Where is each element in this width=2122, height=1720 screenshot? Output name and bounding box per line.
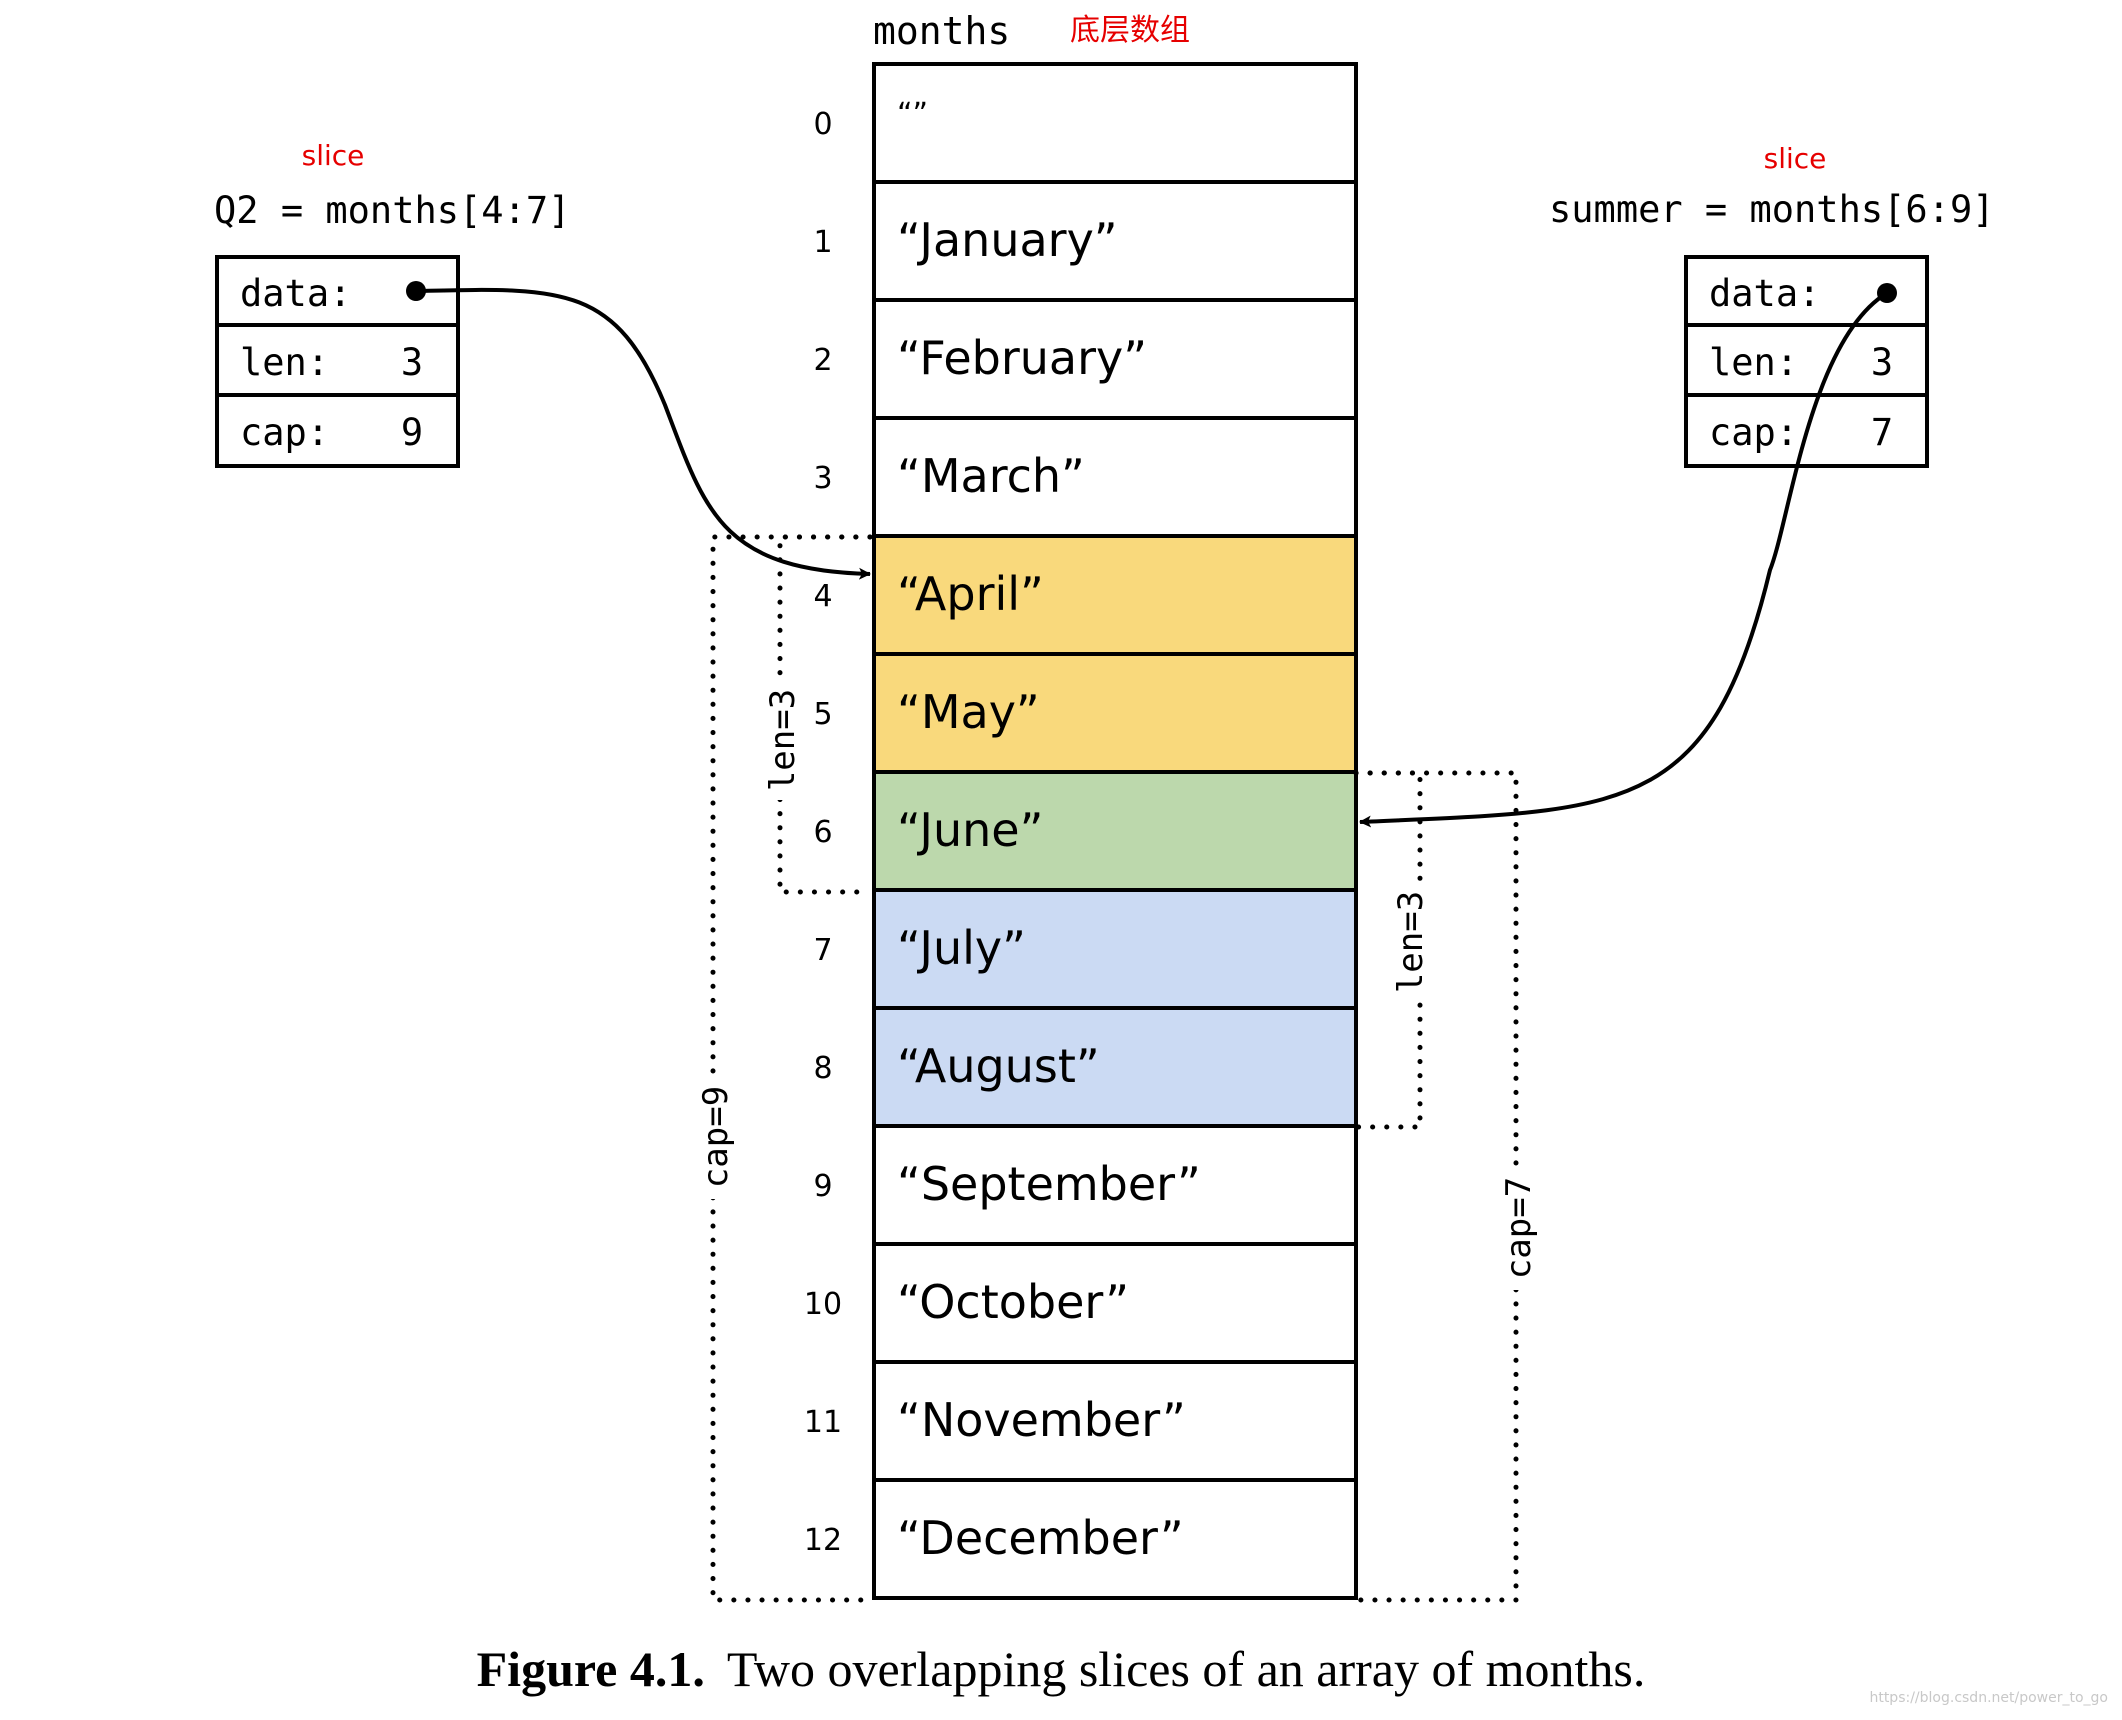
array-index-label: 7: [813, 933, 832, 968]
array-cell-value: “September”: [897, 1157, 1201, 1211]
summer-slice-tag: slice: [1764, 142, 1827, 175]
array-index-label: 4: [813, 579, 832, 614]
q2-cap-extent: [710, 534, 873, 1603]
array-cell: [872, 1360, 1358, 1482]
q2-len-value: 3: [401, 341, 423, 384]
array-cell: [872, 298, 1358, 420]
q2-slice-tag: slice: [302, 139, 365, 172]
array-index-label: 2: [813, 343, 832, 378]
summer-len-value: 3: [1871, 341, 1893, 384]
summer-cap-extent-label: cap=7: [1499, 1177, 1539, 1279]
array-name: months: [873, 9, 1010, 53]
array-cell-value: “June”: [897, 803, 1043, 857]
q2-cap-label-mask: [689, 1075, 737, 1199]
array-index-label: 12: [804, 1523, 842, 1558]
q2-cap-label: cap:: [240, 411, 329, 454]
months-array: 0 “” 1 “January” 2 “February” 3 “March” 4 “April”…: [804, 62, 1358, 1600]
summer-slice-header: slice summer = months[6:9]: [1549, 142, 1995, 231]
summer-cap-label: cap:: [1709, 411, 1798, 454]
q2-len-label: len:: [240, 341, 329, 384]
q2-data-label: data:: [240, 272, 351, 315]
summer-len-label: len:: [1709, 341, 1798, 384]
q2-box-row-cap: [215, 393, 460, 468]
array-cell-value: “April”: [897, 567, 1044, 621]
array-cell-value: “January”: [897, 213, 1118, 267]
summer-declaration: summer = months[6:9]: [1549, 188, 1995, 231]
array-index-label: 9: [813, 1169, 832, 1204]
q2-slice-header: slice Q2 = months[4:7]: [214, 139, 570, 232]
figure-caption-text: Two overlapping slices of an array of mo…: [726, 1641, 1646, 1697]
figure-number: Figure 4.1.: [476, 1641, 705, 1697]
array-cell: [872, 1006, 1358, 1128]
array-index-label: 6: [813, 815, 832, 850]
array-cell-value: “March”: [897, 449, 1085, 503]
array-cell: [872, 1478, 1358, 1600]
array-cell-value: “”: [897, 97, 928, 132]
array-index-label: 1: [813, 225, 832, 260]
array-cell-value: “December”: [897, 1511, 1184, 1565]
summer-len-extent-label: len=3: [1391, 891, 1431, 993]
array-index-label: 0: [813, 107, 832, 142]
array-cell: [872, 416, 1358, 538]
summer-data-label: data:: [1709, 272, 1820, 315]
array-annotation: 底层数组: [1070, 13, 1190, 48]
q2-declaration: Q2 = months[4:7]: [214, 189, 570, 232]
summer-cap-label-mask: [1492, 1166, 1540, 1290]
q2-cap-value: 9: [401, 411, 423, 454]
summer-box-row-data: [1684, 255, 1929, 327]
watermark: https://blog.csdn.net/power_to_go: [1869, 1690, 2108, 1706]
q2-cap-extent-label: cap=9: [696, 1086, 736, 1188]
array-cell: [872, 770, 1358, 892]
q2-len-label-mask: [756, 680, 804, 800]
array-cell: [872, 534, 1358, 656]
array-cell-value: “July”: [897, 921, 1026, 975]
q2-slice-header-box: data: len: 3 cap: 9: [215, 255, 460, 468]
array-index-label: 8: [813, 1051, 832, 1086]
array-cell-value: “May”: [897, 685, 1040, 739]
array-index-label: 11: [804, 1405, 842, 1440]
q2-box-row-len: [215, 323, 460, 397]
array-cell: [872, 1242, 1358, 1364]
figure-caption: Figure 4.1. Two overlapping slices of an …: [0, 1640, 2122, 1698]
summer-box-row-len: [1684, 323, 1929, 397]
summer-data-pointer-arrow: [1359, 291, 1889, 828]
q2-data-pointer-arrow: [415, 287, 871, 580]
array-cell: [872, 180, 1358, 302]
summer-cap-value: 7: [1871, 411, 1893, 454]
array-index-label: 10: [804, 1287, 842, 1322]
summer-len-label-mask: [1384, 882, 1432, 1002]
array-cell-value: “August”: [897, 1039, 1100, 1093]
q2-len-extent-label: len=3: [763, 689, 803, 791]
array-index-label: 3: [813, 461, 832, 496]
array-cell-value: “February”: [897, 331, 1147, 385]
array-cell: [872, 62, 1358, 184]
array-cell-value: “November”: [897, 1393, 1186, 1447]
array-cell-value: “October”: [897, 1275, 1129, 1329]
summer-slice-box: data: len: 3 cap: 7: [1684, 255, 1929, 468]
array-index-label: 5: [813, 697, 832, 732]
